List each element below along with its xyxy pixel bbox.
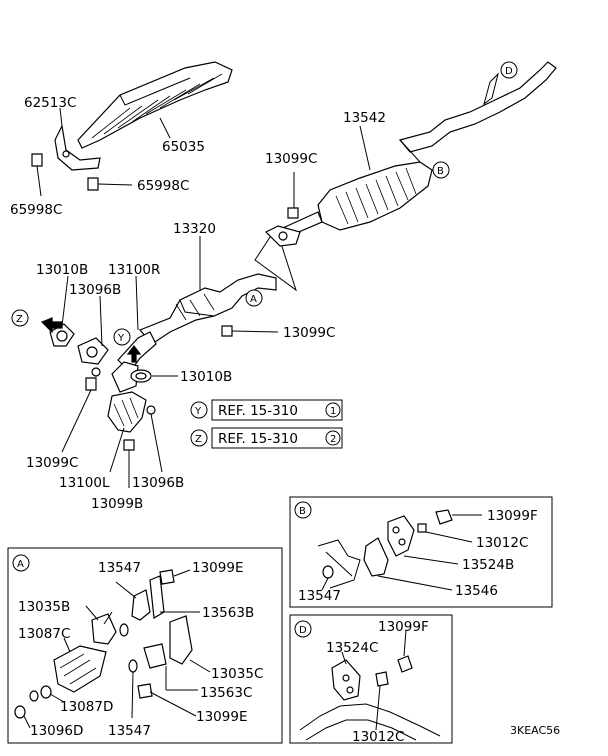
nut-13096B-a <box>91 367 101 377</box>
label-13096B-b: 13096B <box>132 475 184 491</box>
label-a-13563B: 13563B <box>202 605 254 621</box>
label-a-13087D: 13087D <box>60 699 113 715</box>
svg-text:B: B <box>299 506 306 517</box>
svg-text:D: D <box>299 625 307 636</box>
callout-D-top: D <box>500 61 518 79</box>
label-13320: 13320 <box>173 221 216 237</box>
label-a-13547-top: 13547 <box>98 560 141 576</box>
label-a-13099E-bot: 13099E <box>196 709 247 725</box>
bolt-13099C-top <box>287 172 299 219</box>
label-b-13524B: 13524B <box>462 557 514 573</box>
label-a-13099E-top: 13099E <box>192 560 243 576</box>
bolt-13099C-low <box>61 377 97 453</box>
label-13099B: 13099B <box>91 496 143 512</box>
label-62513C: 62513C <box>24 95 76 111</box>
bolt-13099B <box>123 439 135 488</box>
svg-text:1: 1 <box>330 406 336 417</box>
detail-box-B: B <box>289 496 553 608</box>
front-pipe-13100L <box>107 391 147 433</box>
label-13542: 13542 <box>343 110 386 126</box>
callout-A-mid: A <box>245 289 263 307</box>
label-13099C-top: 13099C <box>265 151 317 167</box>
label-65998C-b: 65998C <box>10 202 62 218</box>
reference-Y: Y REF. 15-310 1 <box>190 399 343 421</box>
svg-text:Y: Y <box>194 406 202 417</box>
svg-text:A: A <box>250 294 257 305</box>
arrow-up-icon <box>126 345 142 363</box>
svg-text:Z: Z <box>195 434 202 445</box>
bolt-65998C-a <box>31 153 43 197</box>
ref-15-310-2: REF. 15-310 <box>218 431 298 447</box>
svg-text:D: D <box>505 66 513 77</box>
diagram-code: 3KEAC56 <box>510 724 560 737</box>
svg-text:Y: Y <box>117 333 125 344</box>
callout-Z-left: Z <box>11 309 29 327</box>
label-13096B-a: 13096B <box>69 282 121 298</box>
bolt-65998C-b <box>87 177 133 191</box>
label-13010B-a: 13010B <box>36 262 88 278</box>
label-b-13012C: 13012C <box>476 535 528 551</box>
label-13100R: 13100R <box>108 262 160 278</box>
label-a-13563C: 13563C <box>200 685 252 701</box>
label-b-13099F: 13099F <box>487 508 538 524</box>
label-13099C-mid: 13099C <box>283 325 335 341</box>
svg-text:B: B <box>437 166 444 177</box>
detail-box-D: D <box>289 614 453 744</box>
heat-protector-65035 <box>77 61 233 149</box>
svg-text:2: 2 <box>330 434 336 445</box>
heat-bracket-62513C <box>54 124 101 171</box>
gasket-13010B-b <box>130 369 152 383</box>
label-d-13099F: 13099F <box>378 619 429 635</box>
svg-text:Z: Z <box>16 314 23 325</box>
label-a-13035C: 13035C <box>211 666 263 682</box>
label-13100L: 13100L <box>59 475 110 491</box>
reference-Z: Z REF. 15-310 2 <box>190 427 343 449</box>
callout-B-top: B <box>432 161 450 179</box>
ref-15-310-1: REF. 15-310 <box>218 403 298 419</box>
label-a-13035B: 13035B <box>18 599 70 615</box>
label-b-13547: 13547 <box>298 588 341 604</box>
gasket-13096B-a <box>77 337 109 365</box>
label-d-13012C: 13012C <box>352 729 404 745</box>
svg-text:A: A <box>17 559 24 570</box>
gasket-13099C-top <box>264 225 301 247</box>
gasket-13010B-a <box>49 323 75 347</box>
label-65998C-a: 65998C <box>137 178 189 194</box>
label-b-13546: 13546 <box>455 583 498 599</box>
label-13010B-b: 13010B <box>180 369 232 385</box>
label-a-13547-bot: 13547 <box>108 723 151 739</box>
label-65035: 65035 <box>162 139 205 155</box>
label-d-13524C: 13524C <box>326 640 378 656</box>
center-pipe-13320 <box>138 273 277 345</box>
callout-Y-mid: Y <box>113 328 131 346</box>
bolt-13099C-mid <box>221 325 279 337</box>
detail-box-A: A <box>7 547 283 744</box>
label-a-13087C: 13087C <box>18 626 70 642</box>
label-a-13096D: 13096D <box>30 723 83 739</box>
nut-13096B-b <box>146 405 163 473</box>
label-13099C-low: 13099C <box>26 455 78 471</box>
